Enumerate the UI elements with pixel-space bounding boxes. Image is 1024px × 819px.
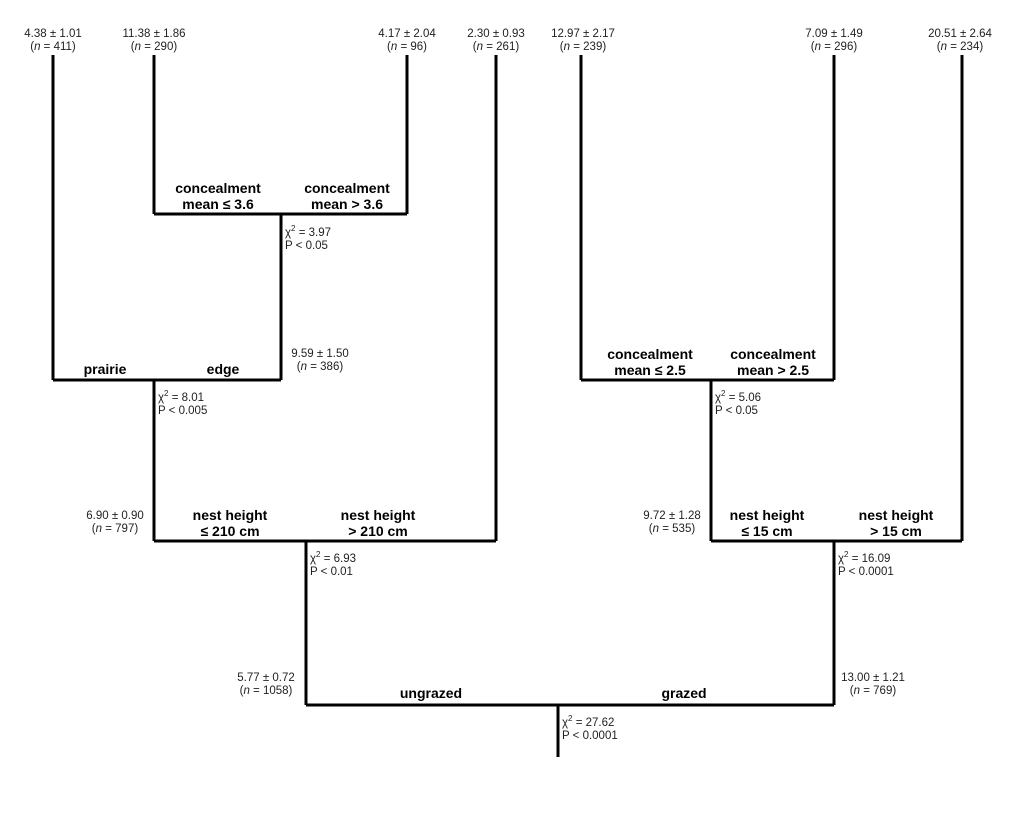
split-habitat — [51, 55, 283, 382]
branch-prairie: prairie — [83, 361, 127, 377]
branch-edge: edge — [206, 361, 240, 377]
branch-ungrazed: ungrazed — [399, 685, 463, 701]
node-stat-grazed: 13.00 ± 1.21(n = 769) — [841, 672, 905, 697]
split-concealment-left — [152, 55, 409, 216]
node-stat-nest-right: 9.72 ± 1.28(n = 535) — [643, 510, 701, 535]
node-stat-nest-left: 6.90 ± 0.90(n = 797) — [86, 510, 144, 535]
branch-grazed: grazed — [661, 685, 707, 701]
split-concealment-right — [579, 55, 836, 382]
split-grazing — [304, 541, 836, 707]
leaf-stat: 4.38 ± 1.01(n = 411) — [24, 28, 82, 53]
branch-nest-gt-210: nest height> 210 cm — [340, 507, 416, 539]
branch-nest-le-15: nest height≤ 15 cm — [729, 507, 805, 539]
split-nest-height-left — [152, 55, 498, 543]
branch-nest-gt-15: nest height> 15 cm — [858, 507, 934, 539]
leaf-stat: 2.30 ± 0.93(n = 261) — [467, 28, 525, 53]
leaf-stat: 20.51 ± 2.64(n = 234) — [928, 28, 992, 53]
leaf-stat: 7.09 ± 1.49(n = 296) — [805, 28, 863, 53]
leaf-stat: 11.38 ± 1.86(n = 290) — [122, 28, 186, 53]
leaf-stat: 12.97 ± 2.17(n = 239) — [551, 28, 615, 53]
node-stat-ungrazed: 5.77 ± 0.72(n = 1058) — [237, 672, 295, 697]
node-stat-edge: 9.59 ± 1.50(n = 386) — [291, 348, 349, 373]
branch-nest-le-210: nest height≤ 210 cm — [192, 507, 268, 539]
split-nest-height-right — [709, 55, 964, 543]
leaf-stat: 4.17 ± 2.04(n = 96) — [378, 28, 436, 53]
